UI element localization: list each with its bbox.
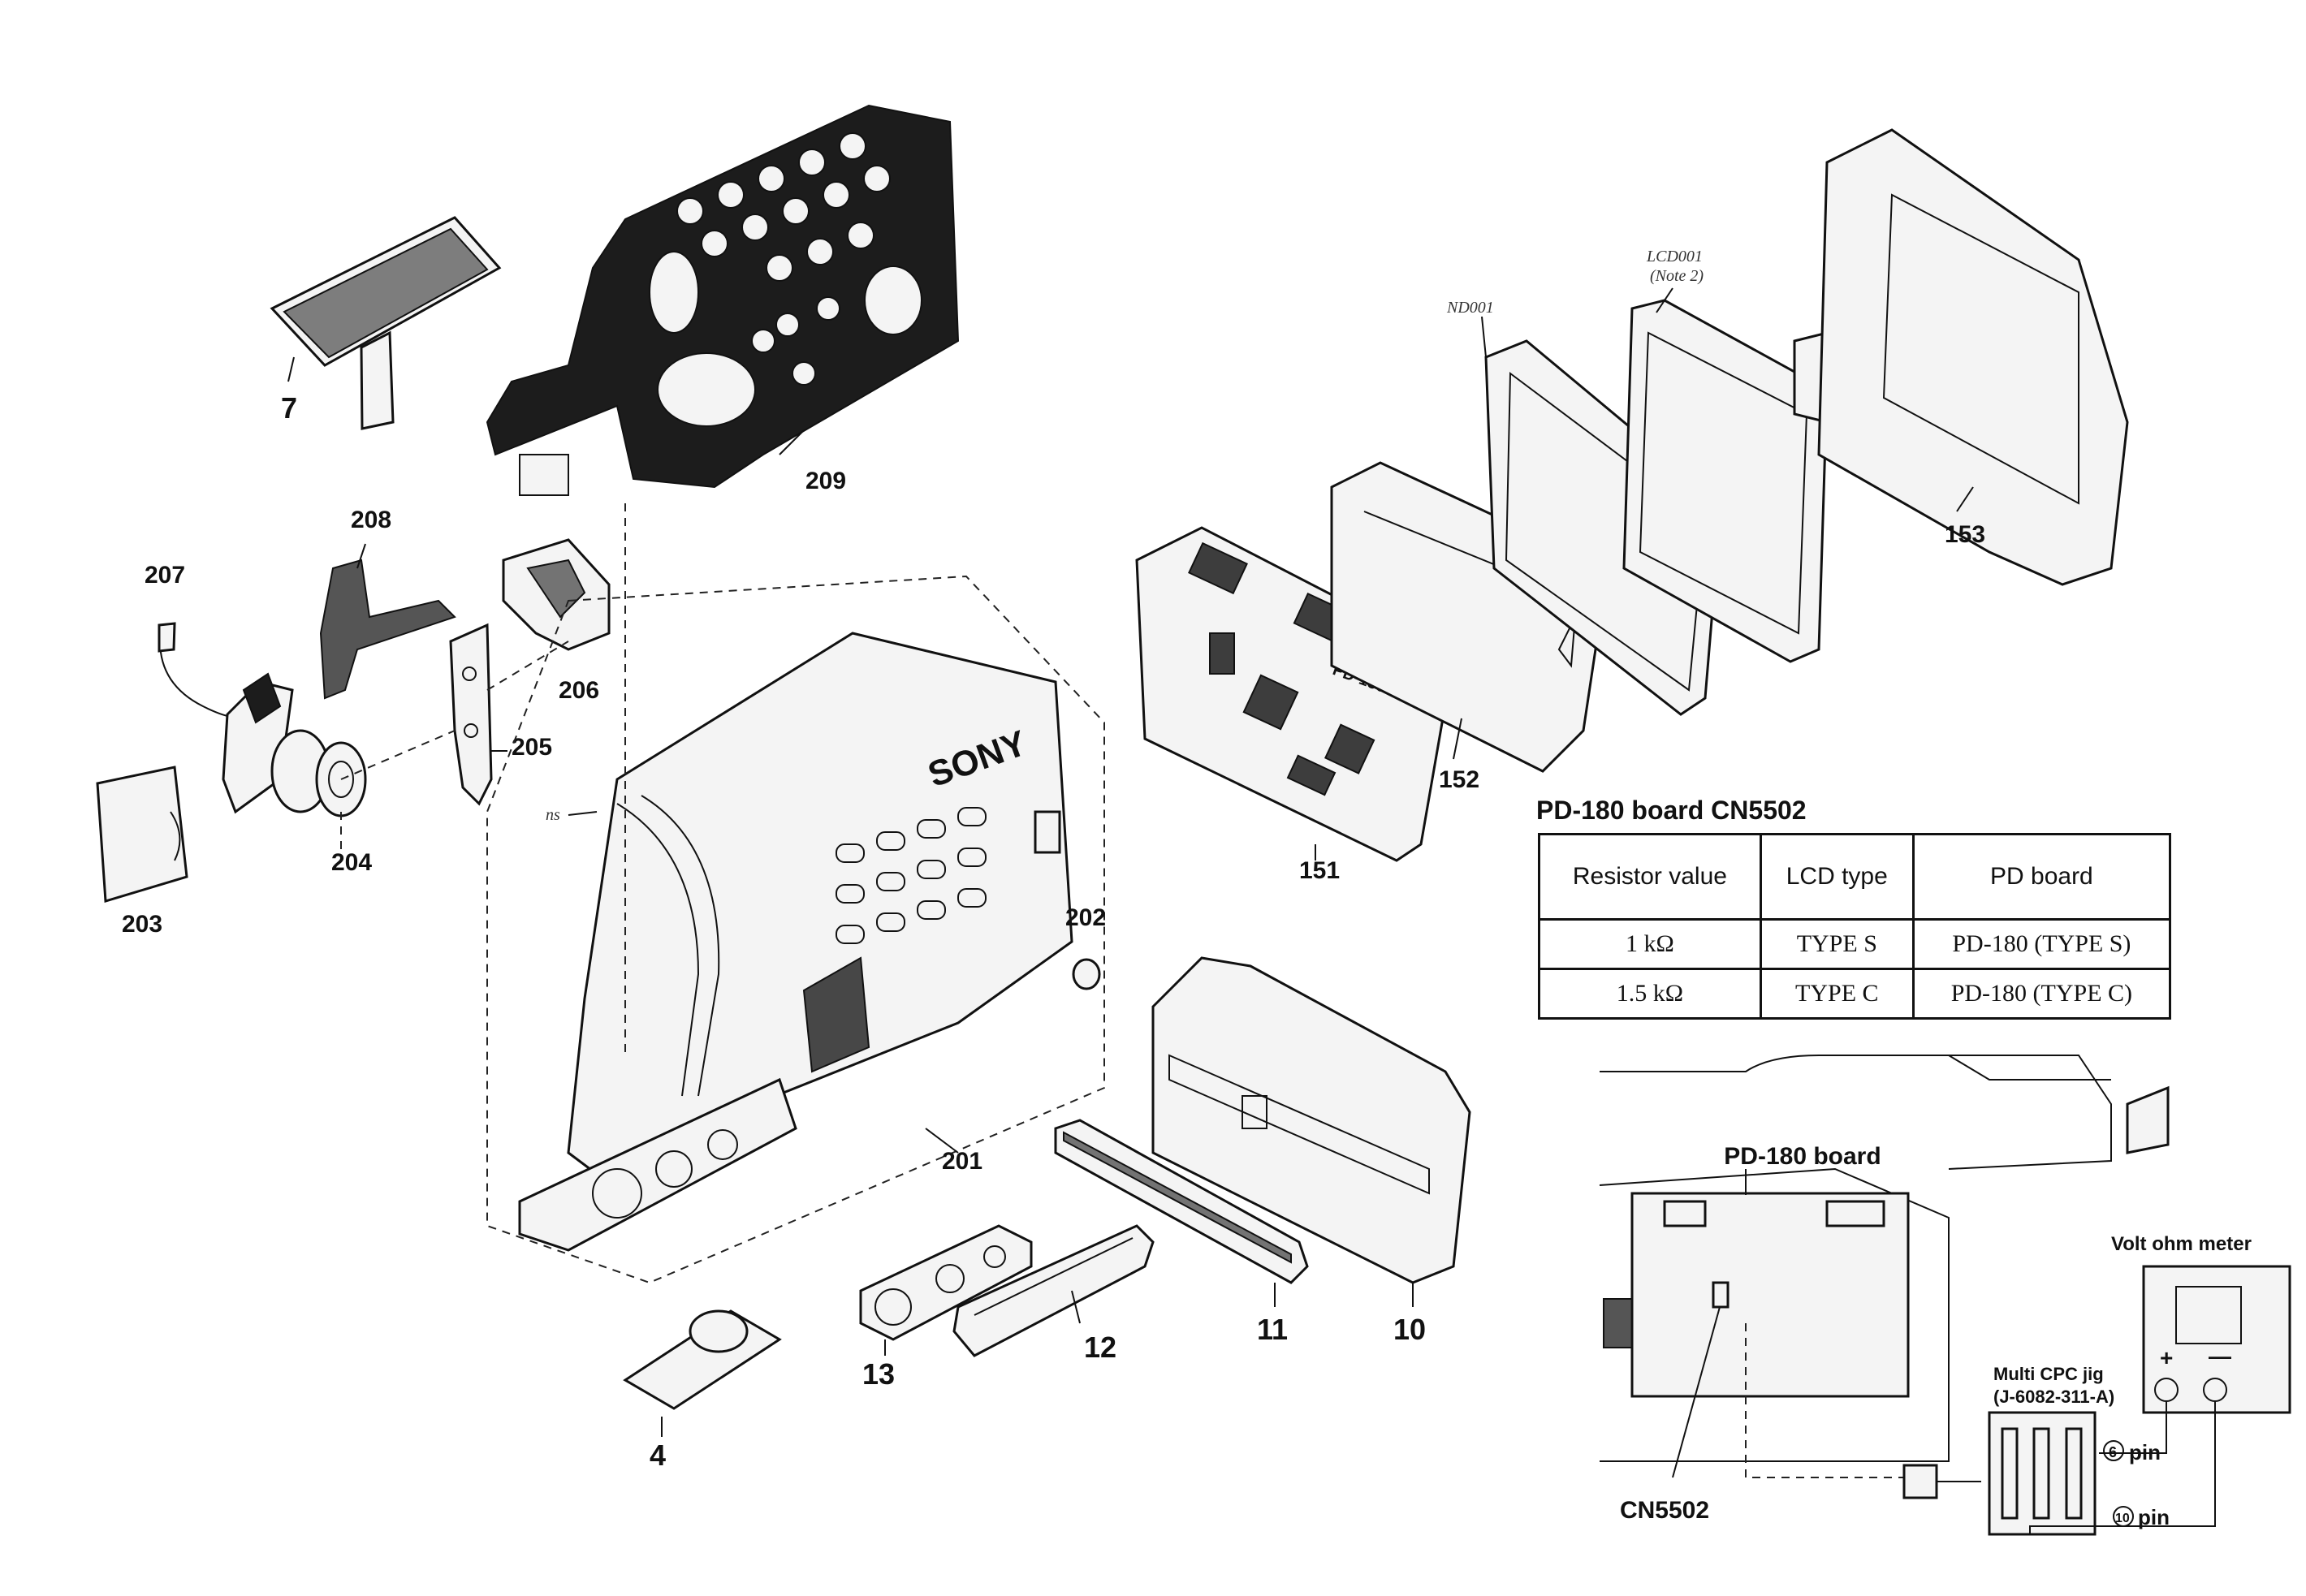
- part-153-label: 153: [1945, 521, 1985, 548]
- part-151-label: 151: [1299, 857, 1340, 884]
- spec-table-header-row: Resistor value LCD type PD board: [1538, 833, 2172, 921]
- lcd001-label: LCD001: [1646, 248, 1703, 265]
- cell-pd-board: PD-180 (TYPE C): [1911, 968, 2172, 1020]
- part-203-cover: 203: [96, 766, 188, 938]
- cell-lcd-type: TYPE C: [1759, 968, 1915, 1020]
- pin10-num: 10: [2115, 1512, 2130, 1525]
- part-11-label: 11: [1257, 1313, 1288, 1346]
- cell-lcd-type: TYPE S: [1759, 918, 1915, 970]
- part-151-pd180-board: PD-180 151: [1135, 526, 1455, 884]
- jig-label-2: (J-6082-311-A): [1993, 1387, 2114, 1407]
- meter-label: Volt ohm meter: [2111, 1233, 2252, 1255]
- measurement-schematic: PD-180 board CN5502 Multi CPC jig (J-608…: [1599, 1055, 2291, 1536]
- pin10-text: pin: [2138, 1505, 2170, 1529]
- header-pd-board: PD board: [1911, 833, 2172, 921]
- part-4-bottom-plate: 4: [623, 1309, 782, 1472]
- part-208-label: 208: [351, 507, 391, 533]
- part-4-label: 4: [650, 1439, 666, 1472]
- pin6-num: 6: [2109, 1444, 2117, 1460]
- cell-pd-board: PD-180 (TYPE S): [1911, 918, 2172, 970]
- part-201-label: 201: [942, 1148, 982, 1175]
- part-12-label: 12: [1084, 1331, 1116, 1364]
- part-202-label: 202: [1065, 904, 1106, 931]
- part-13-panel: 13: [859, 1224, 1033, 1391]
- lcd001-panel: LCD001 (Note 2): [1622, 248, 1829, 663]
- ns-label: ns: [546, 806, 560, 824]
- assembly-guide-lines: [340, 503, 626, 1055]
- meter-minus-label: —: [2209, 1344, 2231, 1369]
- part-10-side-cover: 10: [1151, 956, 1471, 1346]
- part-10-label: 10: [1393, 1313, 1426, 1346]
- part-205-label: 205: [512, 734, 552, 761]
- cell-resistor: 1.5 kΩ: [1538, 968, 1762, 1020]
- part-153-lcd-frame: 153: [1817, 128, 2129, 586]
- nd001-label: ND001: [1446, 299, 1494, 317]
- part-207-label: 207: [145, 562, 185, 589]
- note2-label: (Note 2): [1650, 267, 1704, 285]
- header-resistor-value: Resistor value: [1538, 833, 1762, 921]
- part-13-label: 13: [862, 1357, 895, 1391]
- pd180-board-label: PD-180 board: [1724, 1143, 1881, 1170]
- part-207-cable: 207: [145, 562, 244, 718]
- part-11-strip: 11: [1054, 1119, 1309, 1346]
- meter-plus-label: +: [2160, 1345, 2173, 1370]
- table-row: 1.5 kΩ TYPE C PD-180 (TYPE C): [1538, 968, 2172, 1020]
- header-lcd-type: LCD type: [1759, 833, 1915, 921]
- cn5502-label: CN5502: [1620, 1497, 1709, 1524]
- table-row: 1 kΩ TYPE S PD-180 (TYPE S): [1538, 918, 2172, 970]
- part-7-switch-board: 7: [270, 216, 502, 430]
- part-202-cap: 202: [1065, 904, 1106, 990]
- spec-table: Resistor value LCD type PD board 1 kΩ TY…: [1538, 833, 2172, 1020]
- cell-resistor: 1 kΩ: [1538, 918, 1762, 970]
- part-201-cabinet: SONY ns 201: [486, 575, 1105, 1284]
- part-7-label: 7: [281, 391, 297, 425]
- part-206-holder: 206: [502, 538, 611, 704]
- part-209-main-board: 209: [486, 104, 960, 496]
- part-208-flex-board: 208: [319, 507, 456, 700]
- jig-label-1: Multi CPC jig: [1993, 1364, 2104, 1384]
- pin6-text: pin: [2129, 1440, 2161, 1464]
- part-205-bracket: 205: [449, 623, 552, 806]
- part-203-label: 203: [122, 911, 162, 938]
- part-12-lid: 12: [952, 1224, 1155, 1364]
- part-206-label: 206: [559, 677, 599, 704]
- spec-table-title: PD-180 board CN5502: [1536, 796, 1807, 825]
- part-204-assembly: 204: [222, 672, 372, 876]
- part-152-label: 152: [1439, 766, 1479, 793]
- part-204-label: 204: [331, 849, 372, 876]
- part-209-label: 209: [805, 468, 846, 494]
